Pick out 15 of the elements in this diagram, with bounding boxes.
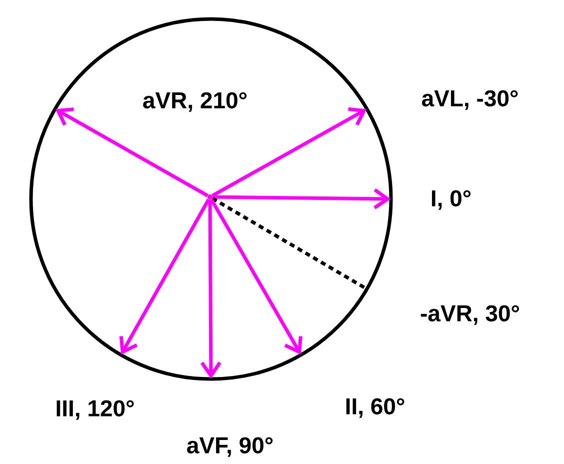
- arrow: [212, 107, 367, 198]
- arrow: [200, 200, 222, 379]
- arrow: [119, 198, 210, 355]
- edge-label: III, 120°: [54, 399, 136, 421]
- circle-outline: [29, 17, 393, 381]
- edge-label: I, 0°: [429, 189, 473, 211]
- edge-label: aVL, -30°: [420, 89, 520, 111]
- arrow: [212, 188, 391, 210]
- edge-label: aVR, 210°: [141, 91, 249, 113]
- edge-label: -aVR, 30°: [419, 304, 521, 326]
- dashed-line: [211, 196, 368, 290]
- edge-label: II, 60°: [344, 397, 406, 419]
- arrow: [210, 198, 302, 355]
- edge-label: aVF, 90°: [185, 436, 275, 458]
- arrow: [55, 108, 209, 198]
